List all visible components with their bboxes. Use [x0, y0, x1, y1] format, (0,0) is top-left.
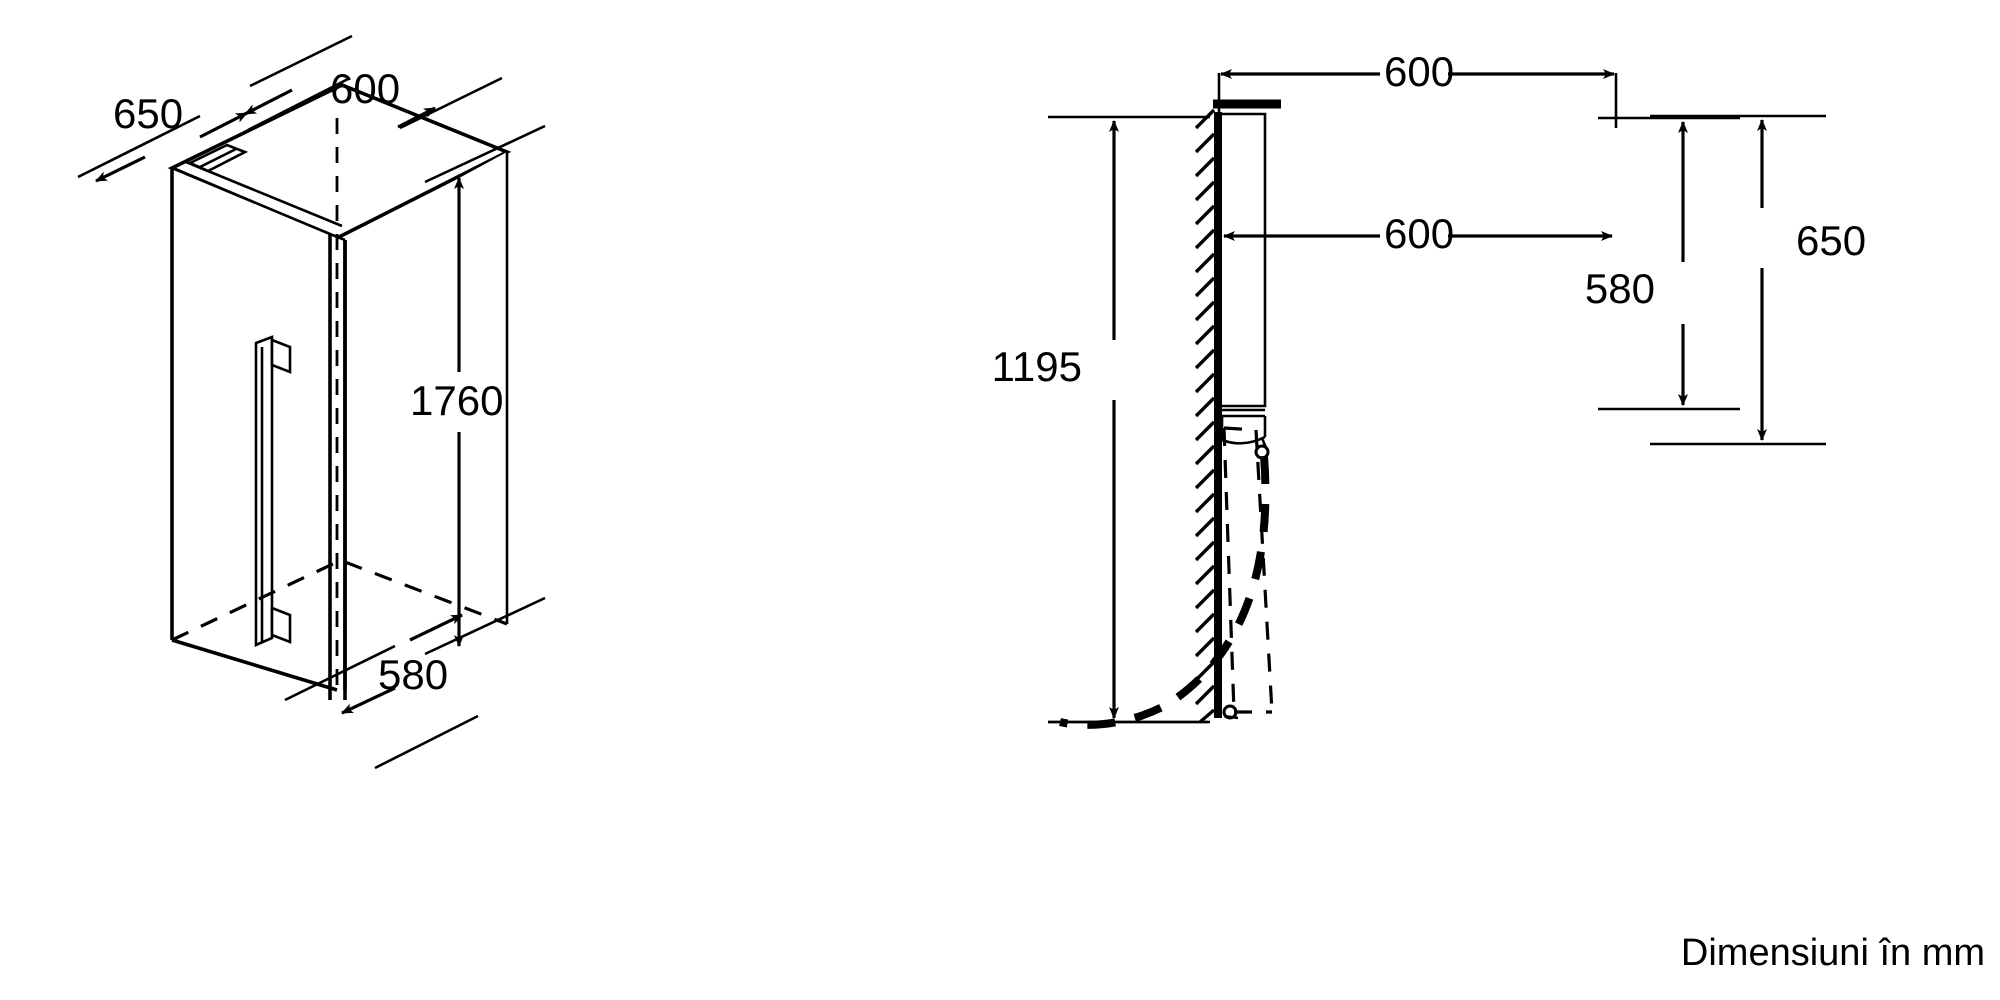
- dim-1760-isometric: 1760: [410, 124, 546, 656]
- door-swing-arc: [1059, 455, 1270, 729]
- dim-1195-plan: 1195: [992, 115, 1210, 724]
- wall: [1194, 108, 1222, 724]
- dim-label-580-iso: 580: [378, 651, 448, 698]
- dim-label-600-plan-inner: 600: [1384, 210, 1454, 257]
- door-open-dashed: [1222, 426, 1274, 714]
- door-top-edge: [171, 160, 343, 236]
- dim-600-isometric: 600: [244, 34, 503, 130]
- isometric-view: 650 600 1760: [77, 34, 546, 770]
- caption-group: Dimensiuni în mm: [1681, 932, 1985, 974]
- dim-label-650-iso: 650: [113, 90, 183, 137]
- dim-650-isometric: 650: [77, 76, 351, 183]
- dim-label-1195-plan: 1195: [992, 343, 1082, 390]
- wall-hatching: [1194, 108, 1216, 724]
- appliance-body-plan: [1222, 112, 1267, 408]
- plan-view: 600 600 1195 580: [992, 48, 1866, 729]
- dim-label-600-iso: 600: [330, 65, 400, 112]
- dim-650-plan: 650: [1650, 114, 1866, 446]
- dim-label-600-plan-outer: 600: [1384, 48, 1454, 95]
- dim-600-plan-outer: 600: [1217, 48, 1618, 128]
- units-caption: Dimensiuni în mm: [1681, 932, 1985, 974]
- door-handle: [254, 335, 292, 647]
- dim-label-650-plan: 650: [1796, 217, 1866, 264]
- dim-600-plan-inner: 600: [1223, 210, 1613, 257]
- dim-label-580-plan: 580: [1585, 265, 1655, 312]
- cabinet-left-face: [170, 168, 338, 692]
- dim-label-1760-iso: 1760: [410, 377, 503, 424]
- dim-580-isometric: 580: [284, 613, 479, 770]
- top-handle-detail: [186, 143, 249, 173]
- hidden-bottom-edges: [171, 560, 508, 642]
- dim-580-plan: 580: [1585, 116, 1740, 411]
